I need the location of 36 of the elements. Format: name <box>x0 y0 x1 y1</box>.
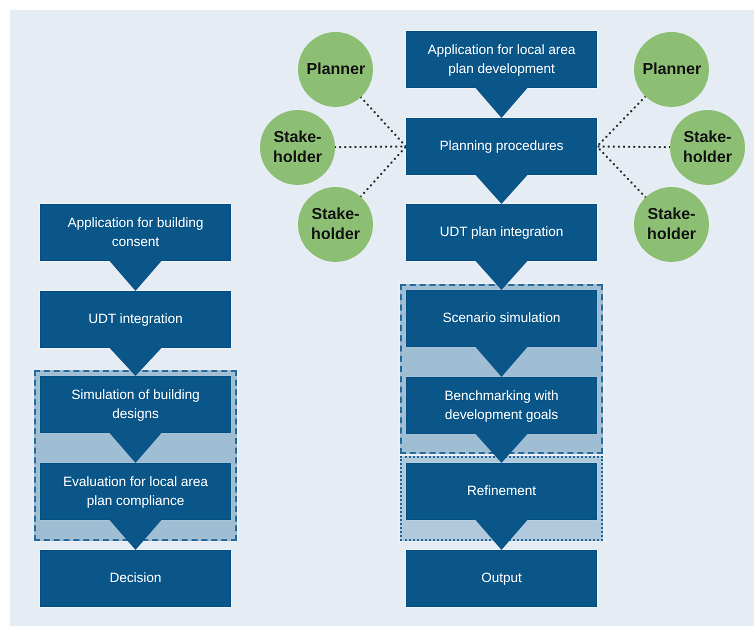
step-label: Output <box>481 569 522 588</box>
step-label: UDT plan integration <box>440 223 564 242</box>
dotted-connector <box>360 145 408 198</box>
chevron-arrow <box>110 433 162 463</box>
chevron-arrow <box>476 520 528 550</box>
role-label: Stake- holder <box>682 128 733 168</box>
step-label: Decision <box>110 569 162 588</box>
step-label: UDT integration <box>88 310 183 328</box>
grouping-box <box>400 284 603 454</box>
dotted-connector <box>360 96 408 148</box>
dotted-connector <box>596 145 672 148</box>
chevron-arrow <box>476 88 528 118</box>
chevron-arrow <box>110 348 162 376</box>
role-label: Stake- holder <box>272 128 323 168</box>
role-label: Planner <box>306 60 364 80</box>
role-label: Stake- holder <box>646 204 697 244</box>
step-label: Planning procedures <box>440 137 564 156</box>
grouping-box <box>400 456 603 541</box>
step-label: Evaluation for local area plan compliance <box>62 473 209 510</box>
step-label: Benchmarking with development goals <box>443 387 560 424</box>
chevron-arrow <box>110 520 162 550</box>
chevron-arrow <box>476 434 528 463</box>
chevron-arrow <box>110 261 162 291</box>
step-label: Application for local area plan development <box>426 41 576 78</box>
role-label: Planner <box>642 60 700 80</box>
dotted-connector <box>596 145 647 198</box>
chevron-arrow <box>476 175 528 204</box>
step-label: Simulation of building designs <box>70 386 201 423</box>
role-label: Stake- holder <box>310 204 361 244</box>
dotted-connector <box>596 95 647 148</box>
step-label: Refinement <box>466 482 536 500</box>
step-label: Scenario simulation <box>442 309 560 328</box>
grouping-box <box>34 370 237 541</box>
chevron-arrow <box>476 261 528 290</box>
chevron-arrow <box>476 347 528 377</box>
step-label: Application for building consent <box>66 214 204 250</box>
